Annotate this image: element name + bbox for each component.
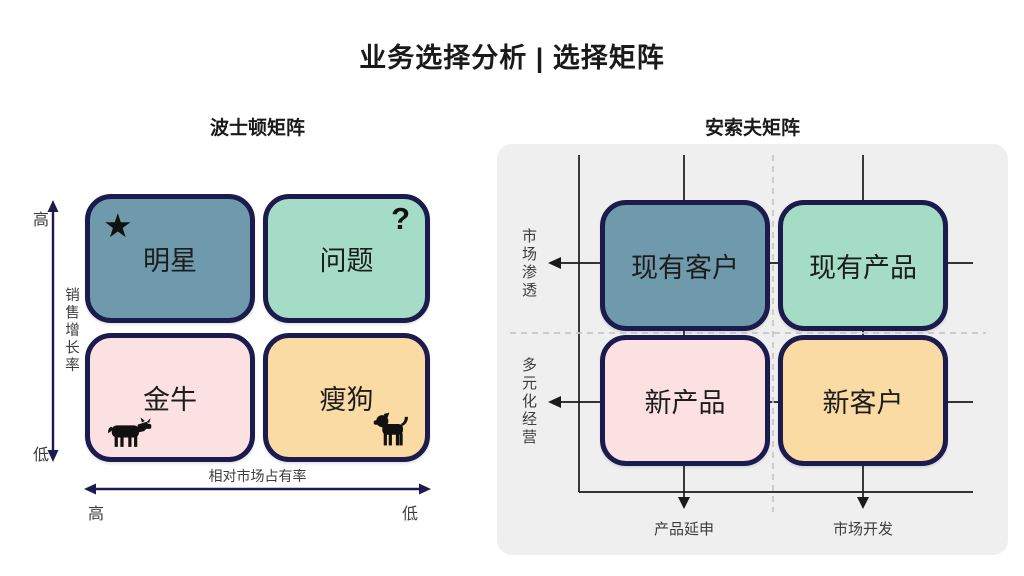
boston-quadrant-star-label: 明星 bbox=[143, 246, 197, 276]
cow-icon bbox=[106, 416, 152, 449]
ansoff-row1-label: 市场渗透 bbox=[520, 228, 537, 300]
star-icon: ★ bbox=[103, 207, 133, 244]
boston-quadrant-dog-label: 瘦狗 bbox=[319, 385, 374, 415]
ansoff-quadrant-3-label: 新产品 bbox=[644, 388, 726, 418]
boston-y-axis-high: 高 bbox=[33, 212, 50, 229]
ansoff-quadrant-4-label: 新客户 bbox=[822, 388, 904, 418]
boston-quadrant-cashcow-label: 金牛 bbox=[143, 385, 197, 415]
dog-icon bbox=[373, 409, 413, 449]
ansoff-matrix-title: 安索夫矩阵 bbox=[704, 118, 800, 139]
ansoff-quadrant-existing-customers: 现有客户 bbox=[600, 200, 770, 331]
boston-quadrant-star: ★ 明星 bbox=[85, 194, 255, 323]
ansoff-quadrant-existing-products: 现有产品 bbox=[778, 200, 948, 331]
ansoff-row2-label: 多元化经营 bbox=[520, 357, 537, 447]
ansoff-quadrant-2-label: 现有产品 bbox=[809, 253, 917, 283]
ansoff-quadrant-1-label: 现有客户 bbox=[631, 253, 739, 283]
boston-quadrant-cashcow: 金牛 bbox=[85, 333, 255, 462]
boston-x-axis-label: 相对市场占有率 bbox=[208, 468, 307, 484]
boston-y-axis-low: 低 bbox=[33, 447, 50, 464]
boston-x-axis-low: 低 bbox=[402, 506, 419, 523]
ansoff-col1-label: 产品延申 bbox=[653, 521, 714, 538]
boston-quadrant-question: ? 问题 bbox=[263, 194, 430, 323]
page-title: 业务选择分析 | 选择矩阵 bbox=[359, 43, 665, 73]
boston-y-axis-arrow bbox=[47, 200, 59, 462]
boston-quadrant-dog: 瘦狗 bbox=[263, 333, 430, 462]
boston-x-axis-high: 高 bbox=[88, 506, 105, 523]
ansoff-col2-label: 市场开发 bbox=[832, 521, 893, 538]
boston-y-axis-label: 销售增长率 bbox=[63, 287, 79, 375]
boston-quadrant-question-label: 问题 bbox=[319, 246, 374, 276]
ansoff-quadrant-new-customers: 新客户 bbox=[778, 335, 948, 466]
ansoff-quadrant-new-products: 新产品 bbox=[600, 335, 770, 466]
boston-matrix-title: 波士顿矩阵 bbox=[209, 118, 305, 139]
question-mark-icon: ? bbox=[391, 201, 410, 236]
